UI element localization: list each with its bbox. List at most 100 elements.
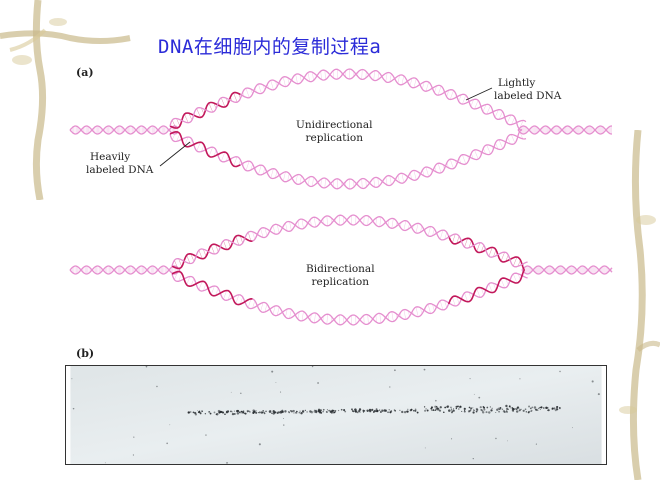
silver-grain bbox=[301, 410, 304, 413]
base-pair bbox=[312, 72, 314, 81]
silver-grain bbox=[255, 410, 257, 412]
silver-grain bbox=[424, 409, 427, 412]
dna-strand bbox=[171, 270, 253, 306]
silver-grain bbox=[483, 408, 486, 411]
silver-grain bbox=[474, 410, 476, 411]
silver-grain bbox=[189, 411, 192, 413]
silver-grain bbox=[322, 408, 325, 411]
autoradiograph-grains bbox=[71, 366, 600, 464]
silver-grain bbox=[434, 405, 437, 408]
background-speck bbox=[132, 454, 135, 456]
dna-strand bbox=[169, 130, 241, 168]
base-pair bbox=[326, 314, 328, 325]
silver-grain bbox=[514, 408, 516, 410]
base-pair bbox=[215, 244, 219, 252]
base-pair bbox=[260, 228, 264, 238]
lightly-labeled-line1: Lightly bbox=[498, 77, 536, 89]
silver-grain bbox=[540, 406, 543, 409]
unidirectional-label-line1: Unidirectional bbox=[296, 119, 373, 131]
silver-grain bbox=[262, 410, 264, 412]
base-pair bbox=[495, 142, 499, 150]
base-pair bbox=[235, 236, 240, 246]
base-pair bbox=[437, 85, 442, 96]
silver-grain bbox=[235, 409, 239, 413]
silver-grain bbox=[363, 410, 366, 412]
base-pair bbox=[439, 300, 444, 310]
heavily-labeled-pointer bbox=[159, 141, 191, 167]
silver-grain bbox=[233, 410, 235, 412]
silver-grain bbox=[522, 409, 525, 412]
background-speck bbox=[279, 391, 282, 393]
base-pair bbox=[326, 215, 328, 226]
base-pair bbox=[210, 245, 215, 255]
panel-b-label: (b) bbox=[76, 347, 95, 360]
silver-grain bbox=[501, 408, 504, 410]
base-pair bbox=[377, 72, 380, 80]
base-pair bbox=[420, 307, 423, 315]
silver-grain bbox=[332, 411, 335, 414]
lightly-labeled-dna-label: Lightly labeled DNA bbox=[494, 77, 561, 103]
base-pair bbox=[493, 283, 497, 291]
dna-strand bbox=[169, 68, 527, 127]
silver-grain bbox=[506, 410, 508, 412]
silver-grain bbox=[426, 409, 429, 412]
base-pair bbox=[375, 314, 377, 323]
base-pair bbox=[235, 294, 240, 304]
silver-grain bbox=[528, 410, 530, 413]
silver-grain bbox=[457, 405, 459, 408]
silver-grain bbox=[292, 409, 295, 413]
base-pair bbox=[403, 220, 407, 231]
base-pair bbox=[506, 114, 512, 124]
silver-grain bbox=[326, 409, 329, 411]
dna-strand bbox=[252, 298, 450, 326]
background-speck bbox=[205, 434, 207, 436]
bidirectional-label-line1: Bidirectional bbox=[306, 263, 375, 275]
base-pair bbox=[452, 296, 456, 307]
base-pair bbox=[190, 253, 195, 262]
dna-strand bbox=[169, 133, 527, 190]
silver-grain bbox=[279, 411, 282, 414]
base-pair bbox=[285, 222, 288, 232]
silver-grain bbox=[525, 411, 528, 413]
silver-grain bbox=[273, 410, 275, 412]
silver-grain bbox=[329, 410, 333, 413]
background-speck bbox=[230, 391, 232, 393]
bidirectional-label-line2: replication bbox=[311, 276, 370, 288]
silver-grain bbox=[458, 406, 462, 409]
base-pair bbox=[379, 216, 382, 227]
base-pair bbox=[188, 113, 193, 121]
base-pair bbox=[476, 288, 481, 298]
silver-grain bbox=[416, 411, 419, 414]
silver-grain bbox=[542, 407, 545, 409]
background-speck bbox=[506, 440, 508, 442]
base-pair bbox=[307, 72, 310, 82]
base-pair bbox=[456, 236, 460, 244]
silver-grain bbox=[520, 408, 522, 410]
silver-grain bbox=[451, 409, 453, 411]
base-pair bbox=[301, 219, 304, 229]
vine-decoration-right bbox=[619, 130, 660, 480]
silver-grain bbox=[439, 406, 442, 409]
background-speck bbox=[317, 382, 319, 384]
background-speck bbox=[559, 370, 561, 373]
silver-grain bbox=[528, 405, 531, 408]
silver-grain bbox=[317, 409, 320, 412]
base-pair bbox=[270, 168, 274, 179]
background-speck bbox=[156, 385, 158, 388]
base-pair bbox=[432, 228, 435, 236]
base-pair bbox=[283, 171, 286, 182]
base-pair bbox=[420, 225, 423, 233]
heavily-labeled-dna-label: Heavily labeled DNA bbox=[86, 151, 153, 177]
silver-grain bbox=[475, 410, 478, 413]
base-pair bbox=[456, 296, 460, 304]
silver-grain bbox=[547, 409, 549, 412]
base-pair bbox=[397, 175, 400, 183]
base-pair bbox=[488, 283, 493, 293]
base-pair bbox=[379, 313, 382, 324]
silver-grain bbox=[505, 404, 508, 408]
silver-grain bbox=[351, 410, 354, 412]
background-speck bbox=[226, 462, 228, 464]
silver-grain bbox=[246, 411, 249, 413]
dna-strand bbox=[240, 68, 523, 131]
background-speck bbox=[389, 386, 391, 388]
